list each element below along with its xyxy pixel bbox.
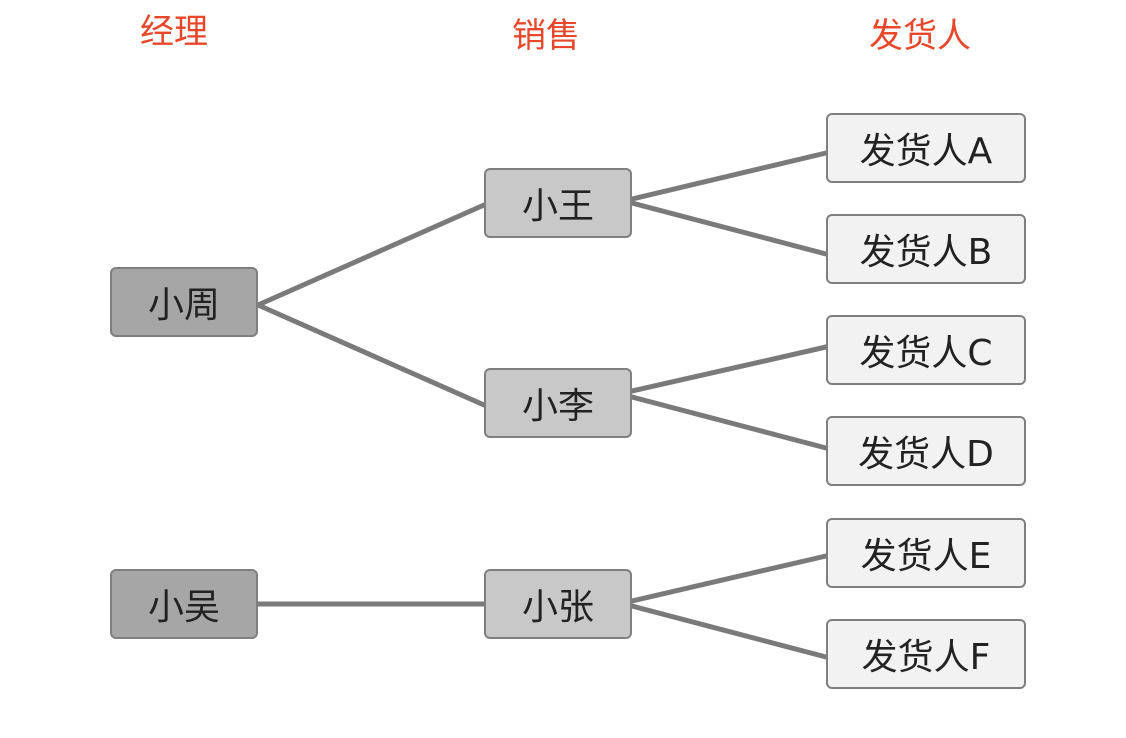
header-manager: 经理 (140, 12, 208, 52)
connector-wang-a (629, 150, 829, 202)
connector-zhou-wang (255, 202, 487, 308)
connector-zhang-e (629, 553, 829, 604)
connector-li-c (629, 344, 829, 394)
header-sales: 销售 (512, 16, 580, 56)
connector-li-d (629, 394, 829, 451)
sales-node-wang: 小王 (484, 168, 632, 238)
header-shipper: 发货人 (869, 16, 971, 56)
shipper-node-a: 发货人A (826, 113, 1026, 183)
manager-node-wu: 小吴 (110, 569, 258, 639)
shipper-node-f: 发货人F (826, 619, 1026, 689)
shipper-node-d: 发货人D (826, 416, 1026, 486)
manager-node-zhou: 小周 (110, 267, 258, 337)
connector-zhang-f (629, 603, 829, 660)
connector-zhou-li (255, 302, 487, 408)
sales-node-zhang: 小张 (484, 569, 632, 639)
shipper-node-c: 发货人C (826, 315, 1026, 385)
shipper-node-e: 发货人E (826, 518, 1026, 588)
shipper-node-b: 发货人B (826, 214, 1026, 284)
sales-node-li: 小李 (484, 368, 632, 438)
connector-wang-b (629, 200, 829, 257)
